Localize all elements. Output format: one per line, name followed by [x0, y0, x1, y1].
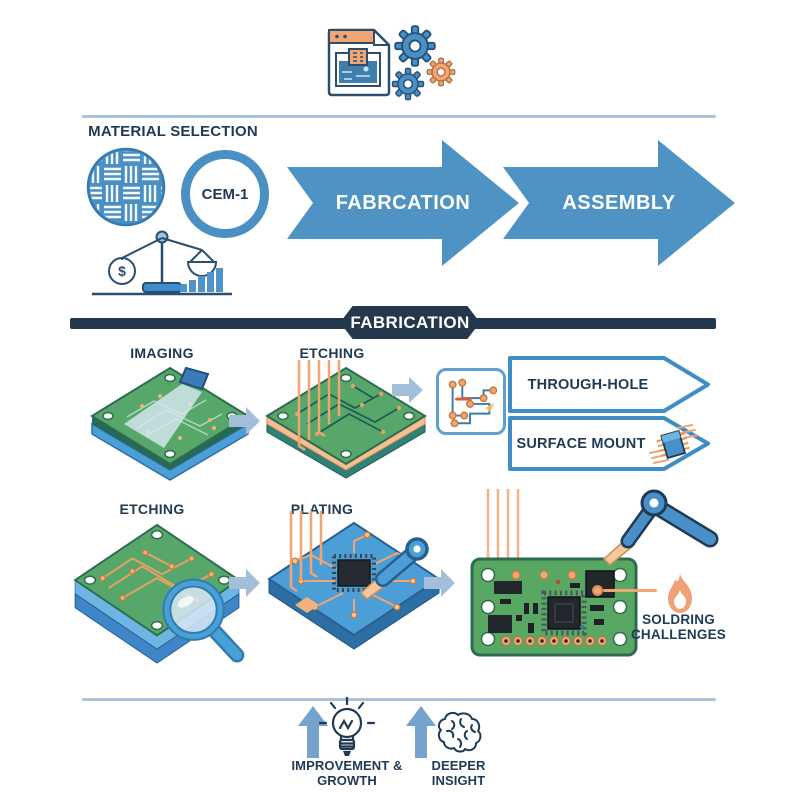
pcb-plating-icon: [267, 511, 441, 650]
step-label-etching-2: ETCHING: [119, 501, 185, 517]
callout-line2: CHALLENGES: [630, 627, 726, 643]
soldering-iron-icon: [359, 537, 429, 600]
option-label: THROUGH-HOLE: [527, 376, 649, 393]
ic-chip: [488, 615, 512, 633]
step-label-plating: PLATING: [290, 501, 354, 517]
cem1-ring-icon: CEM-1: [181, 150, 269, 238]
up-arrow-icon: [406, 706, 436, 758]
brain-icon: [437, 711, 482, 753]
growth-bars-icon: [180, 268, 223, 292]
process-arrow-assembly: ASSEMBLY: [503, 140, 735, 266]
right-arrow-icon: [229, 407, 260, 435]
solder-pads: [500, 635, 608, 647]
option-label: SURFACE MOUNT: [516, 435, 646, 452]
light-beam: [124, 384, 202, 448]
right-arrow-icon: [392, 377, 423, 403]
cost-benefit-scale-icon: $: [92, 230, 232, 296]
right-arrow-icon: [424, 569, 455, 597]
soldering-challenges-callout: SOLDRING CHALLENGES: [606, 612, 751, 643]
document-icon: [327, 28, 391, 97]
fiberglass-weave-icon: [86, 147, 166, 227]
etch-streams: [297, 360, 341, 452]
plating-streams: [289, 511, 323, 593]
pcb-imaging-icon: [90, 366, 250, 481]
smd-chip-icon: [649, 424, 698, 464]
process-arrow-label: ASSEMBLY: [562, 191, 676, 214]
chip-icon: [332, 554, 376, 592]
document-with-gears-icon: [327, 25, 456, 101]
magnifier-icon: [162, 578, 245, 663]
solder-point-dot: [592, 585, 603, 596]
flame-icon: [668, 573, 692, 613]
gear-icon: [394, 25, 436, 67]
cem1-label: CEM-1: [201, 185, 249, 203]
section-banner-label: FABRICATION: [350, 312, 470, 332]
step-label-etching-1: ETCHING: [299, 345, 365, 361]
lightbulb-icon: [318, 696, 376, 756]
qfp-chip: [541, 590, 587, 636]
section-banner: FABRICATION: [340, 306, 480, 339]
gear-icon: [391, 67, 425, 101]
pcb-etching-inspect-icon: [73, 523, 245, 664]
gear-icon: [426, 57, 456, 87]
option-banner-surface-mount: SURFACE MOUNT: [508, 416, 712, 471]
process-arrow-label: FABRCATION: [335, 191, 471, 214]
callout-line1: SOLDRING: [642, 612, 715, 627]
pcb-etching-copper-icon: [265, 360, 427, 479]
chevron-arrow-shape: [503, 140, 735, 266]
assembled-pcb-robotic-arm-icon: [470, 489, 719, 657]
robotic-arm-icon: [602, 489, 719, 567]
option-banner-through-hole: THROUGH-HOLE: [508, 356, 712, 413]
callout-line: [603, 589, 657, 592]
right-arrow-icon: [229, 569, 260, 597]
footer-label-improvement: IMPROVEMENT & GROWTH: [291, 758, 403, 788]
dollar-sign: $: [118, 263, 126, 279]
chevron-arrow-shape: [287, 140, 519, 266]
projector-icon: [178, 366, 210, 391]
up-arrow-icon: [298, 706, 328, 758]
circuit-schematic-icon: [436, 368, 506, 435]
bottom-divider: [82, 698, 716, 701]
ic-chip: [494, 581, 522, 594]
footer-label-insight: DEEPER INSIGHT: [431, 758, 486, 788]
material-selection-title: MATERIAL SELECTION: [88, 123, 258, 140]
top-divider: [82, 115, 716, 118]
step-label-imaging: IMAGING: [130, 345, 194, 361]
process-arrow-fabrication: FABRCATION: [287, 140, 519, 266]
